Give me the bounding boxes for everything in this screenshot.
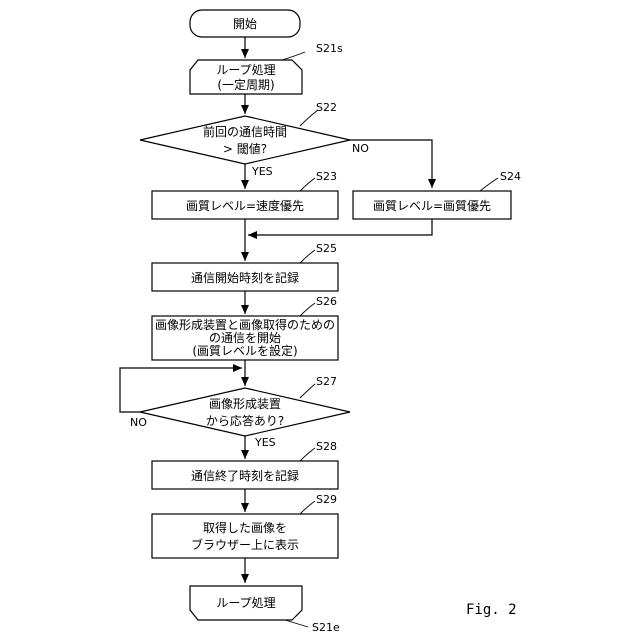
s22-line2: > 閾値?: [223, 141, 267, 156]
step-id-s29: S29: [316, 493, 337, 506]
loop-start-line2: (一定周期): [217, 77, 274, 92]
s25-label: 通信開始時刻を記録: [191, 270, 299, 285]
start-label: 開始: [233, 17, 257, 31]
leader-s21s: [282, 52, 305, 60]
process-s24: 画質レベル=画質優先: [353, 191, 511, 219]
leader-s21e: [285, 620, 308, 627]
process-s25: 通信開始時刻を記録: [152, 263, 338, 291]
leader-s23: [300, 178, 315, 191]
s24-label: 画質レベル=画質優先: [373, 198, 491, 213]
s26-line1: 画像形成装置と画像取得のための: [155, 317, 335, 332]
s26-line3: (画質レベルを設定): [192, 343, 297, 358]
leader-s24: [480, 178, 498, 191]
leader-s29: [300, 501, 315, 514]
step-id-s25: S25: [316, 242, 337, 255]
leader-s27: [300, 384, 315, 398]
step-id-s28: S28: [316, 440, 337, 453]
s22-line1: 前回の通信時間: [203, 124, 287, 139]
process-s26: 画像形成装置と画像取得のための の通信を開始 (画質レベルを設定): [152, 316, 338, 360]
s29-line2: ブラウザー上に表示: [191, 537, 299, 552]
step-id-s23: S23: [316, 170, 337, 183]
s26-line2: の通信を開始: [209, 331, 281, 345]
leader-s26: [300, 303, 315, 316]
start-terminal: 開始: [190, 10, 300, 37]
step-id-s21s: S21s: [316, 42, 343, 55]
decision-s22: 前回の通信時間 > 閾値?: [140, 116, 350, 164]
process-s29: 取得した画像を ブラウザー上に表示: [152, 514, 338, 558]
loop-end-shape: ループ処理: [190, 586, 302, 620]
s27-yes-label: YES: [254, 436, 276, 449]
s28-label: 通信終了時刻を記録: [191, 468, 299, 483]
process-s23: 画質レベル=速度優先: [152, 191, 338, 219]
step-id-s22: S22: [316, 101, 337, 114]
s27-no-label: NO: [130, 416, 147, 429]
arrow-s24-merge: [248, 219, 432, 235]
figure-label: Fig. 2: [466, 602, 517, 618]
loop-start-shape: ループ処理 (一定周期): [190, 60, 302, 94]
s22-yes-label: YES: [251, 165, 273, 178]
loop-start-line1: ループ処理: [216, 63, 275, 77]
step-id-s27: S27: [316, 375, 337, 388]
process-s28: 通信終了時刻を記録: [152, 461, 338, 489]
leader-s28: [300, 448, 315, 461]
step-id-s21e: S21e: [312, 621, 340, 634]
step-id-s24: S24: [500, 170, 521, 183]
step-id-s26: S26: [316, 295, 337, 308]
s22-no-label: NO: [352, 142, 369, 155]
leader-s25: [300, 250, 315, 263]
s23-label: 画質レベル=速度優先: [186, 198, 304, 213]
s27-line1: 画像形成装置: [209, 397, 281, 411]
loop-end-label: ループ処理: [216, 596, 275, 610]
s27-line2: から応答あり?: [206, 413, 284, 428]
s29-line1: 取得した画像を: [203, 520, 287, 535]
decision-s27: 画像形成装置 から応答あり?: [140, 388, 350, 436]
